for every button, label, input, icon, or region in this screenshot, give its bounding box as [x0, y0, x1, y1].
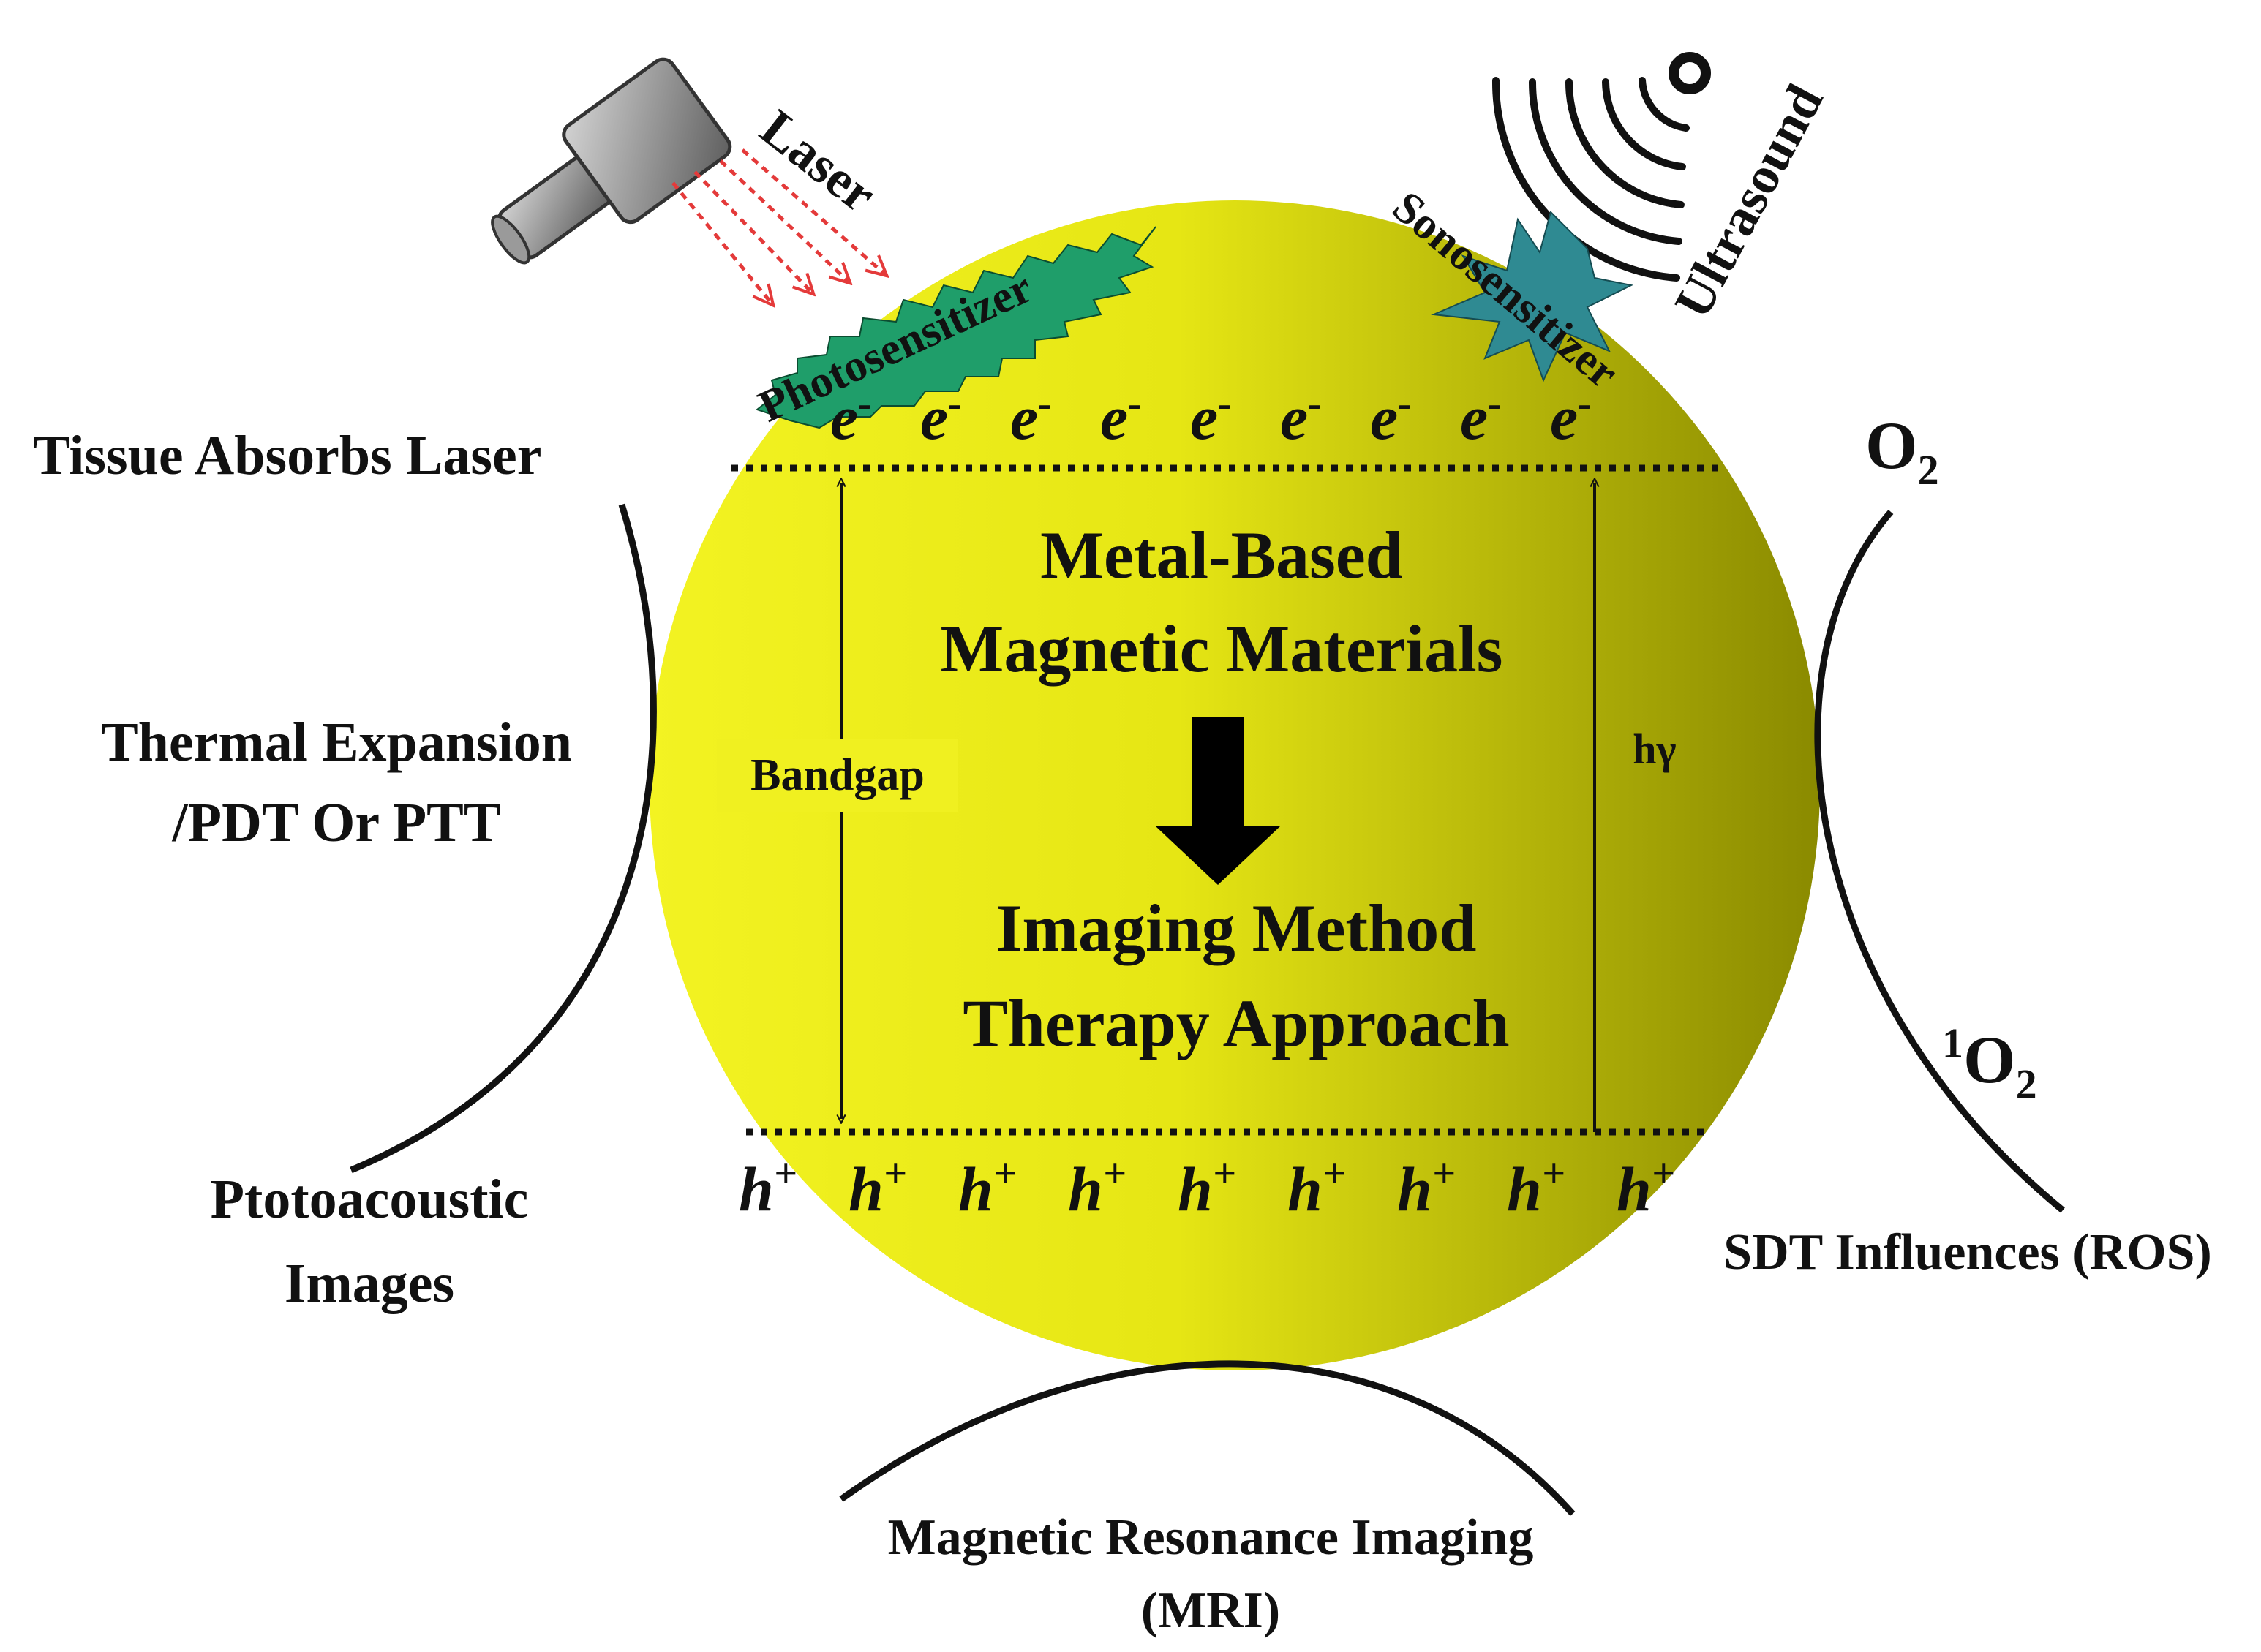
laser-beams: [671, 148, 885, 303]
ultrasound-waves-icon: [1491, 52, 1711, 282]
bandgap-label-bg: [717, 739, 958, 812]
hole-3: h+: [958, 1151, 1017, 1224]
electron-8: e-: [1460, 381, 1502, 453]
thermal-label-line1: Thermal Expansion: [101, 712, 572, 773]
hole-9: h+: [1617, 1151, 1675, 1224]
electron-2: e-: [920, 381, 962, 453]
singlet-oxygen-label: 1O2: [1942, 1019, 2037, 1108]
hole-5: h+: [1178, 1151, 1236, 1224]
right-curve: [1814, 510, 2065, 1213]
hole-7: h+: [1397, 1151, 1456, 1224]
mri-label-line1: Magnetic Resonance Imaging: [888, 1509, 1534, 1566]
center-title-line1: Metal-Based: [1040, 518, 1403, 592]
sonosensitizer-shape: [1431, 211, 1634, 382]
thermal-label-line2: /PDT Or PTT: [171, 792, 500, 853]
hole-row: h+ h+ h+ h+ h+ h+ h+ h+ h+: [739, 1151, 1675, 1224]
electron-1: e-: [830, 381, 872, 453]
electron-7: e-: [1370, 381, 1412, 453]
center-title-line3: Imaging Method: [996, 891, 1477, 965]
hole-6: h+: [1287, 1151, 1346, 1224]
laser-device-icon: [491, 57, 732, 265]
electron-6: e-: [1280, 381, 1322, 453]
hole-4: h+: [1068, 1151, 1126, 1224]
left-curve: [350, 503, 657, 1174]
electron-row: e-e-e-e-e-e-e-e-e-: [830, 381, 1592, 453]
o2-label: O2: [1865, 408, 1939, 494]
electron-4: e-: [1100, 381, 1142, 453]
center-title-line4: Therapy Approach: [963, 986, 1509, 1060]
hole-2: h+: [849, 1151, 907, 1224]
hole-8: h+: [1507, 1151, 1565, 1224]
photoacoustic-label-line1: Ptotoacoustic: [211, 1169, 529, 1230]
big-down-arrow: [1156, 717, 1280, 885]
hole-1: h+: [739, 1151, 797, 1224]
electron-9: e-: [1550, 381, 1592, 453]
sdt-label: SDT Influences (ROS): [1723, 1224, 2212, 1281]
tissue-absorbs-laser-label: Tissue Absorbs Laser: [33, 425, 541, 486]
hgamma-label: hγ: [1633, 725, 1676, 773]
bottom-curve: [839, 1360, 1576, 1516]
electron-5: e-: [1190, 381, 1232, 453]
ultrasound-label: Ultrasound: [1663, 75, 1834, 328]
electron-3: e-: [1010, 381, 1052, 453]
photosensitizer-shape: [755, 226, 1156, 429]
mri-label-line2: (MRI): [1141, 1583, 1280, 1639]
center-title-line2: Magnetic Materials: [941, 611, 1503, 686]
laser-label: Laser: [750, 99, 887, 224]
bandgap-label: Bandgap: [750, 750, 925, 800]
photoacoustic-label-line2: Images: [285, 1253, 454, 1314]
